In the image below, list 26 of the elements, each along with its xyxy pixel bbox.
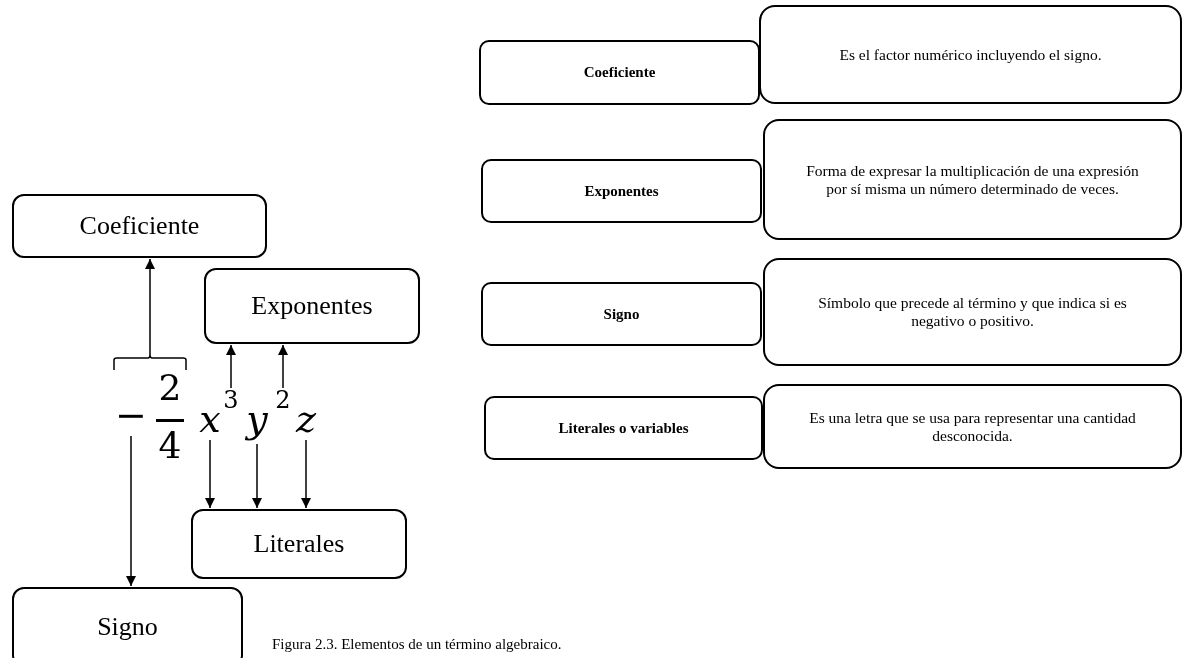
variable: y	[242, 400, 272, 444]
term-box: Literales	[191, 509, 407, 579]
term-box: Signo	[481, 282, 762, 346]
arrow	[126, 435, 136, 587]
arrow	[301, 439, 311, 509]
term-box: Coeficiente	[479, 40, 760, 105]
term-box: Signo	[12, 587, 243, 658]
numerator: 2	[157, 370, 183, 406]
definition-box: Símbolo que precede al término y que indica si es negativo o positivo.	[763, 258, 1182, 366]
term-box: Literales o variables	[484, 396, 763, 460]
caption: Figura 2.3. Elementos de un término algebraico.	[272, 636, 562, 653]
exponent: 3	[221, 388, 241, 414]
arrow	[226, 344, 236, 389]
definition-box: Es el factor numérico incluyendo el signo.	[759, 5, 1182, 104]
arrow	[205, 439, 215, 509]
variable: z	[293, 400, 319, 440]
denominator: 4	[157, 428, 183, 464]
term-box: Coeficiente	[12, 194, 267, 258]
term-box: Exponentes	[481, 159, 762, 223]
definition-box: Es una letra que se usa para representar una cantidad desconocida.	[763, 384, 1182, 469]
definition-box: Forma de expresar la multiplicación de una expresión por sí misma un número determinado de veces.	[763, 119, 1182, 240]
exponent: 2	[273, 388, 293, 414]
minus-sign: −	[114, 396, 148, 436]
arrow	[278, 344, 288, 389]
arrow	[252, 443, 262, 509]
term-box: Exponentes	[204, 268, 420, 344]
